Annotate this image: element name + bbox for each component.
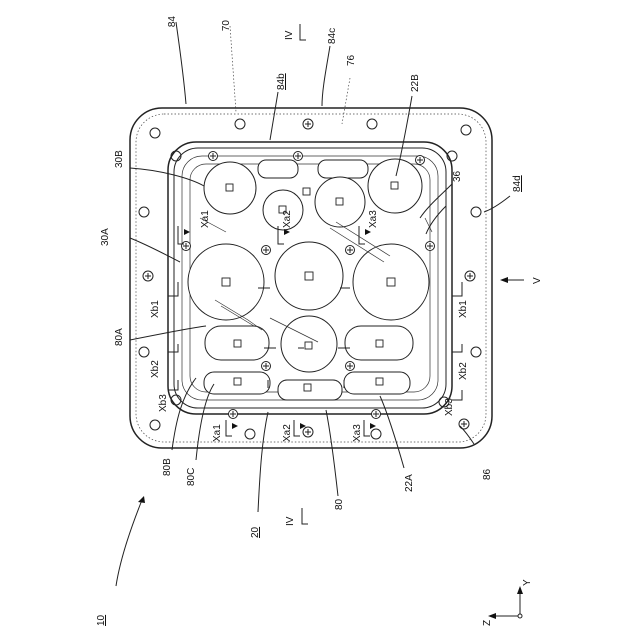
label-xb1-right: Xb1 [458, 300, 469, 318]
label-iv-bottom: IV [285, 516, 296, 526]
label-30B: 30B [114, 150, 125, 168]
label-xa1-bottom: Xa1 [212, 424, 223, 442]
label-xb3-right: Xb3 [444, 398, 455, 416]
label-80B: 80B [162, 458, 173, 476]
label-xa1-top: Xa1 [200, 210, 211, 228]
label-80: 80 [334, 498, 345, 510]
label-80A: 80A [114, 328, 125, 346]
label-70: 70 [221, 20, 232, 32]
label-86: 86 [482, 468, 493, 480]
cells-top-row [204, 159, 422, 230]
label-22B: 22B [410, 74, 421, 92]
label-84: 84 [167, 16, 178, 28]
label-22A: 22A [404, 474, 415, 492]
label-30A: 30A [100, 228, 111, 246]
holder-top-row [258, 160, 368, 178]
label-20: 20 [250, 526, 261, 538]
label-v: V [532, 277, 543, 284]
label-xa3-bottom: Xa3 [352, 424, 363, 442]
label-xa2-top: Xa2 [282, 210, 293, 228]
label-axis-y: Y [522, 579, 533, 586]
cells-lower-row [205, 316, 413, 372]
label-84d: 84d [512, 175, 523, 192]
label-80C: 80C [186, 468, 197, 486]
label-84c: 84c [327, 28, 338, 44]
label-xb3-left: Xb3 [158, 394, 169, 412]
label-xb2-left: Xb2 [150, 360, 161, 378]
label-axis-z: Z [482, 620, 493, 626]
label-iv-top: IV [284, 30, 295, 40]
coordinate-axes [488, 586, 523, 619]
label-xb1-left: Xb1 [150, 300, 161, 318]
label-84b: 84b [276, 73, 287, 90]
axis-labels: Y Z [482, 579, 533, 626]
label-10: 10 [96, 614, 107, 626]
label-xa3-top: Xa3 [368, 210, 379, 228]
label-xa2-bottom: Xa2 [282, 424, 293, 442]
cells-bottom-row [204, 372, 410, 400]
label-xb2-right: Xb2 [458, 362, 469, 380]
label-36: 36 [452, 170, 463, 182]
label-76: 76 [346, 54, 357, 66]
